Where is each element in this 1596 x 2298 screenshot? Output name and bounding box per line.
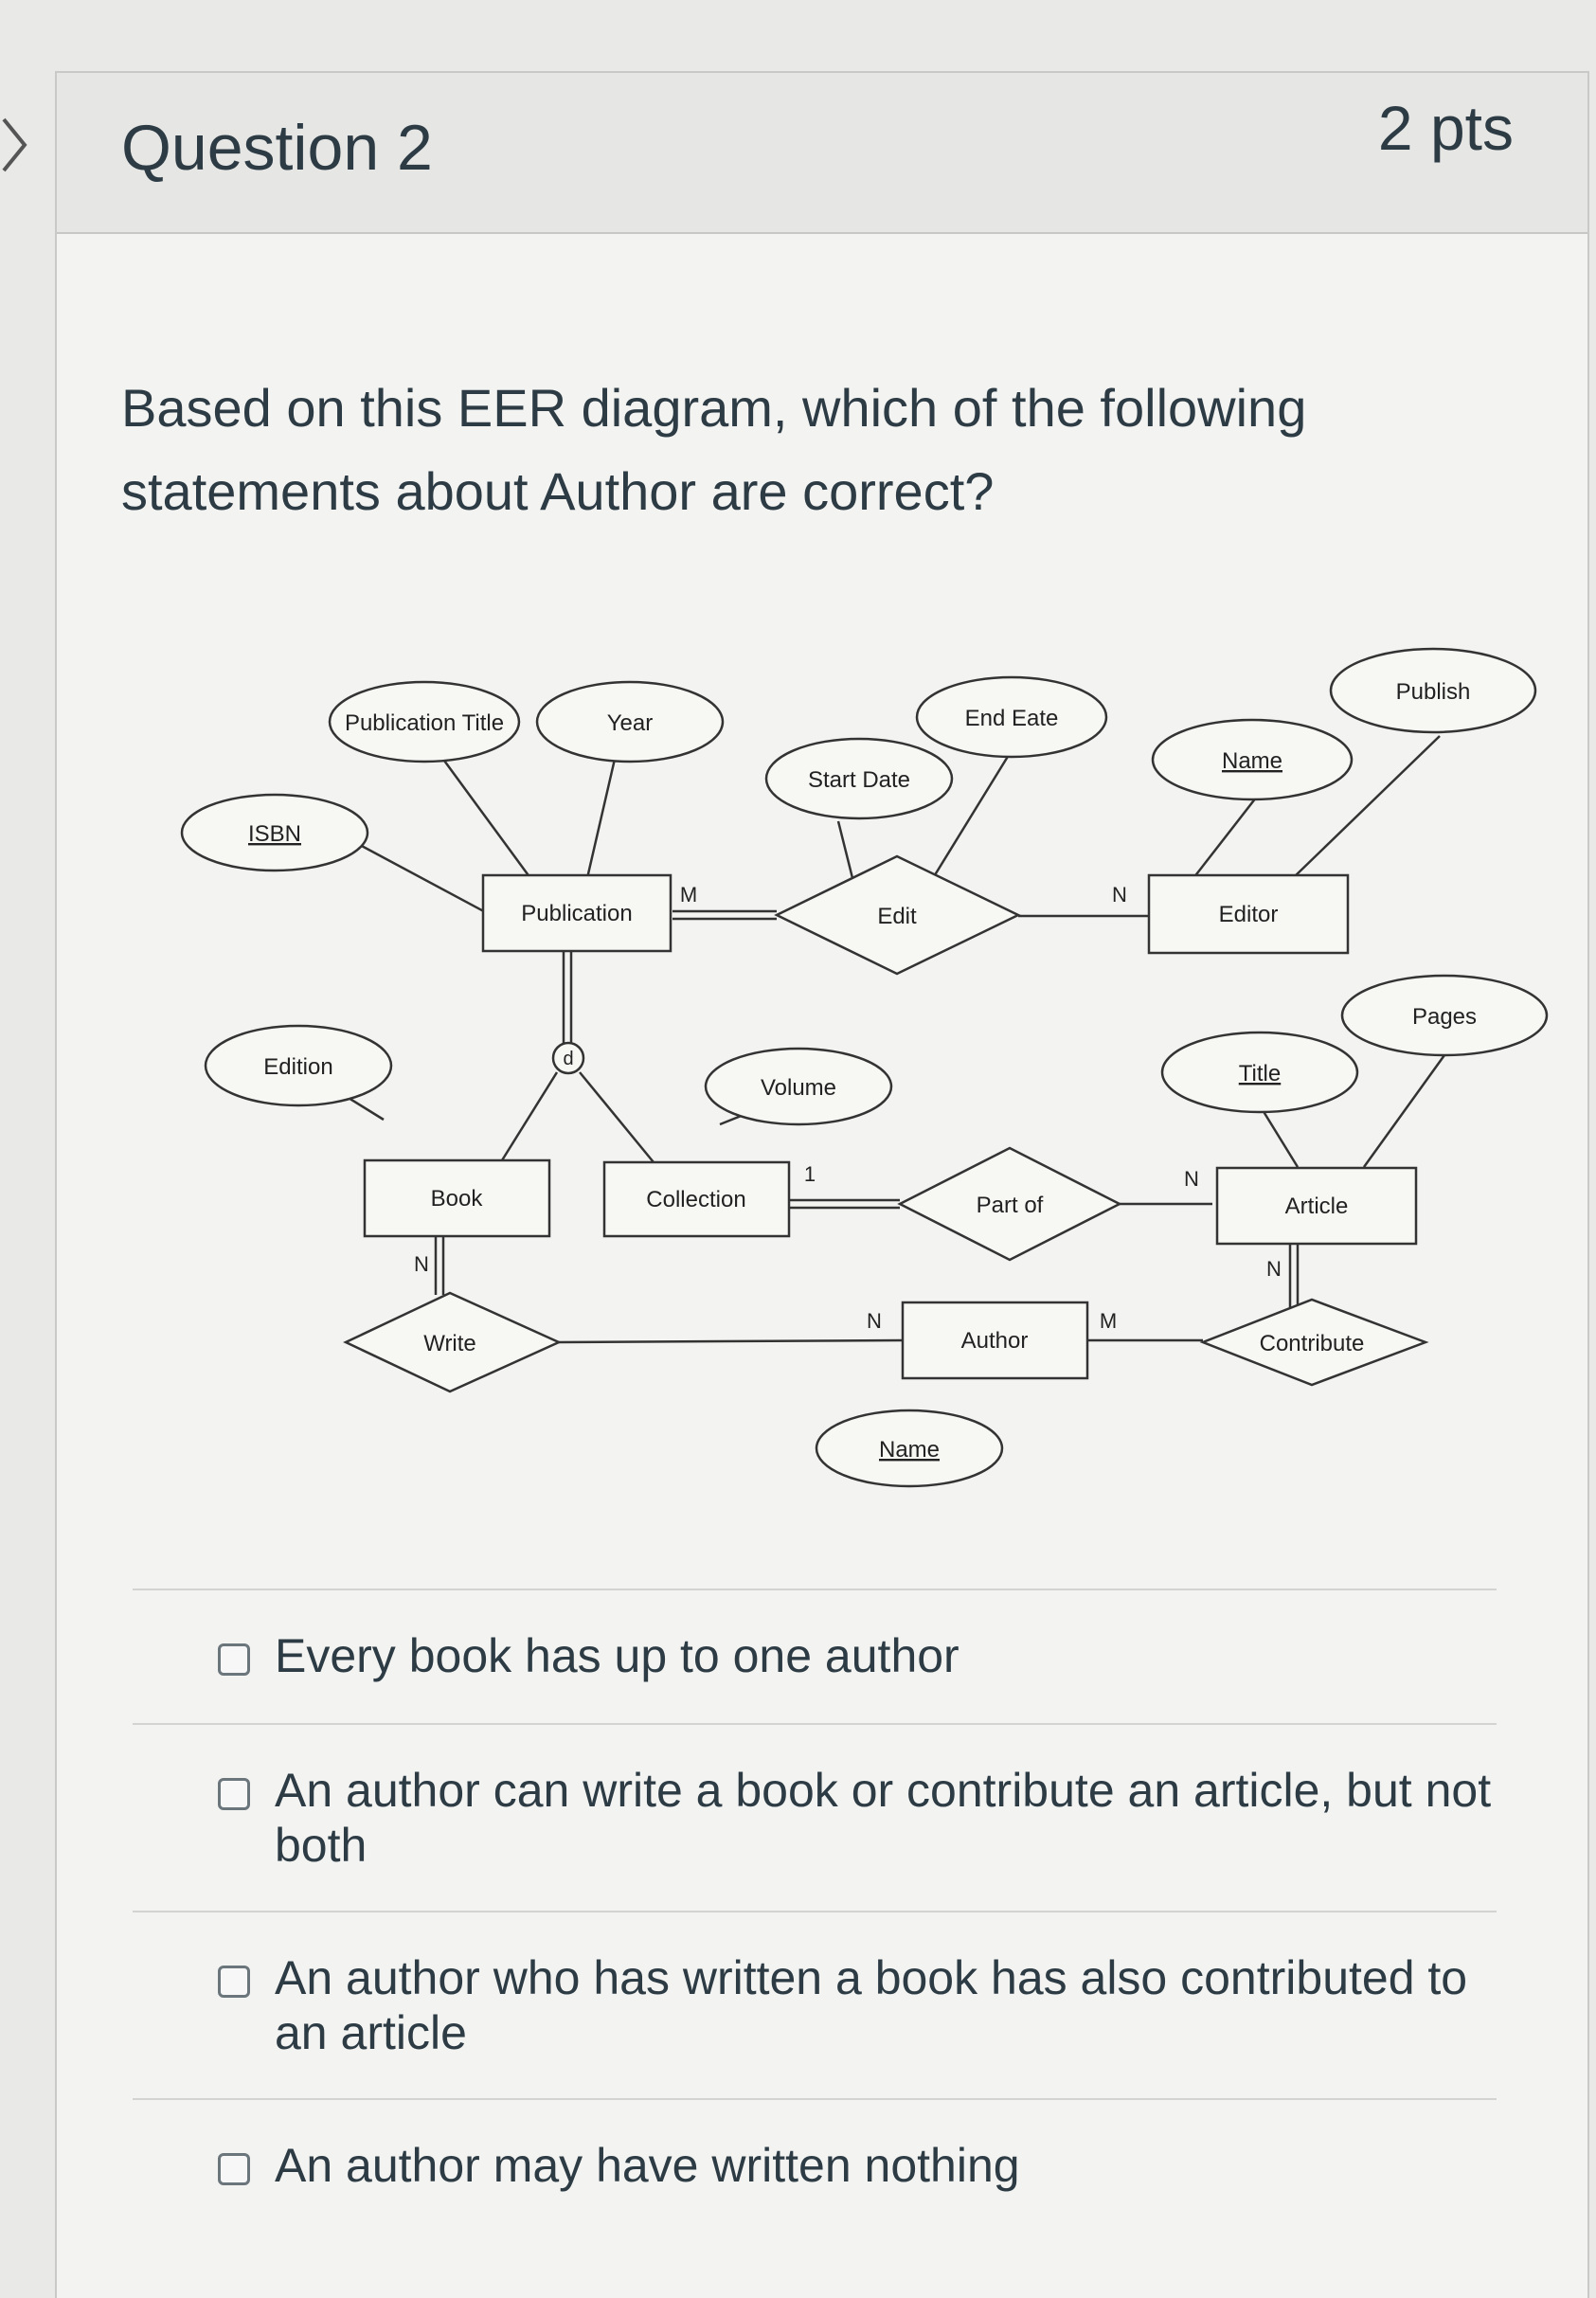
answer-checkbox[interactable] bbox=[218, 1966, 250, 1998]
entity-author bbox=[901, 1301, 1089, 1380]
entity-editor bbox=[1147, 873, 1350, 955]
chevron-right-icon[interactable] bbox=[0, 112, 38, 178]
question-text: Based on this EER diagram, which of the … bbox=[121, 378, 1307, 521]
label-article: Article bbox=[1285, 1194, 1349, 1219]
answer-label: An author may have written nothing bbox=[275, 2139, 1020, 2192]
attr-end-date bbox=[915, 675, 1108, 759]
label-start-date: Start Date bbox=[808, 767, 910, 793]
entity-collection bbox=[602, 1160, 791, 1238]
attr-author-name bbox=[815, 1409, 1004, 1488]
rel-contribute bbox=[1199, 1298, 1429, 1387]
label-publish: Publish bbox=[1396, 679, 1471, 705]
entity-article bbox=[1215, 1166, 1418, 1246]
question-title: Question 2 bbox=[121, 112, 433, 184]
question-header: Question 2 2 pts bbox=[57, 73, 1587, 234]
answer-label: Every book has up to one author bbox=[275, 1629, 959, 1682]
card-contribute-author: M bbox=[1100, 1309, 1117, 1333]
attr-title bbox=[1160, 1031, 1359, 1114]
label-edit: Edit bbox=[877, 904, 917, 929]
card-edit-publication: M bbox=[680, 883, 697, 907]
card-edit-editor: N bbox=[1112, 883, 1127, 907]
label-author-name: Name bbox=[879, 1437, 940, 1463]
answer-option-1[interactable]: Every book has up to one author bbox=[133, 1589, 1497, 1723]
rel-write bbox=[343, 1291, 563, 1393]
label-write: Write bbox=[423, 1331, 476, 1356]
specialization-circle bbox=[551, 1041, 585, 1075]
label-contribute: Contribute bbox=[1260, 1331, 1365, 1356]
question-points: 2 pts bbox=[1377, 93, 1514, 163]
attr-publish bbox=[1329, 647, 1537, 734]
entity-publication bbox=[481, 873, 672, 953]
label-title: Title bbox=[1239, 1061, 1281, 1086]
answer-option-3[interactable]: An author who has written a book has als… bbox=[133, 1911, 1497, 2098]
attr-volume bbox=[704, 1047, 893, 1126]
label-publication: Publication bbox=[521, 901, 632, 926]
label-part-of: Part of bbox=[977, 1193, 1044, 1218]
label-year: Year bbox=[607, 710, 654, 736]
attr-publication-title bbox=[328, 680, 521, 763]
answer-list: Every book has up to one author An autho… bbox=[133, 1589, 1497, 2233]
rel-part-of bbox=[897, 1146, 1122, 1262]
answer-label: An author who has written a book has als… bbox=[275, 1951, 1468, 2059]
entity-book bbox=[363, 1158, 551, 1238]
card-write-author: N bbox=[867, 1309, 882, 1333]
question-card: Question 2 2 pts Based on this EER diagr… bbox=[55, 71, 1589, 2298]
attr-start-date bbox=[764, 737, 954, 820]
card-partof-article: N bbox=[1184, 1167, 1199, 1191]
label-editor-name: Name bbox=[1222, 748, 1282, 774]
label-pages: Pages bbox=[1412, 1004, 1477, 1030]
label-author: Author bbox=[961, 1328, 1029, 1354]
attr-year bbox=[535, 680, 725, 763]
rel-edit bbox=[774, 854, 1021, 976]
card-contribute-article: N bbox=[1266, 1257, 1282, 1281]
card-write-book: N bbox=[414, 1252, 429, 1276]
answer-label: An author can write a book or contribute… bbox=[275, 1764, 1492, 1872]
attr-edition bbox=[204, 1024, 393, 1107]
answer-checkbox[interactable] bbox=[218, 2153, 250, 2185]
label-editor: Editor bbox=[1219, 902, 1279, 927]
attr-editor-name bbox=[1151, 718, 1354, 801]
card-partof-collection: 1 bbox=[804, 1162, 816, 1186]
answer-option-2[interactable]: An author can write a book or contribute… bbox=[133, 1723, 1497, 1911]
label-publication-title: Publication Title bbox=[345, 710, 504, 736]
label-collection: Collection bbox=[646, 1187, 745, 1212]
label-edition: Edition bbox=[263, 1054, 332, 1080]
eer-diagram: d Publication Title Year ISBN Start Date… bbox=[180, 647, 1549, 1488]
label-volume: Volume bbox=[761, 1075, 836, 1101]
answer-checkbox[interactable] bbox=[218, 1643, 250, 1676]
answer-checkbox[interactable] bbox=[218, 1778, 250, 1810]
answer-option-4[interactable]: An author may have written nothing bbox=[133, 2098, 1497, 2233]
attr-pages bbox=[1340, 974, 1549, 1057]
label-book: Book bbox=[431, 1186, 484, 1212]
specialization-label: d bbox=[563, 1049, 573, 1069]
attr-isbn bbox=[180, 793, 369, 872]
label-isbn: ISBN bbox=[248, 821, 301, 847]
label-end-date: End Eate bbox=[965, 706, 1059, 731]
